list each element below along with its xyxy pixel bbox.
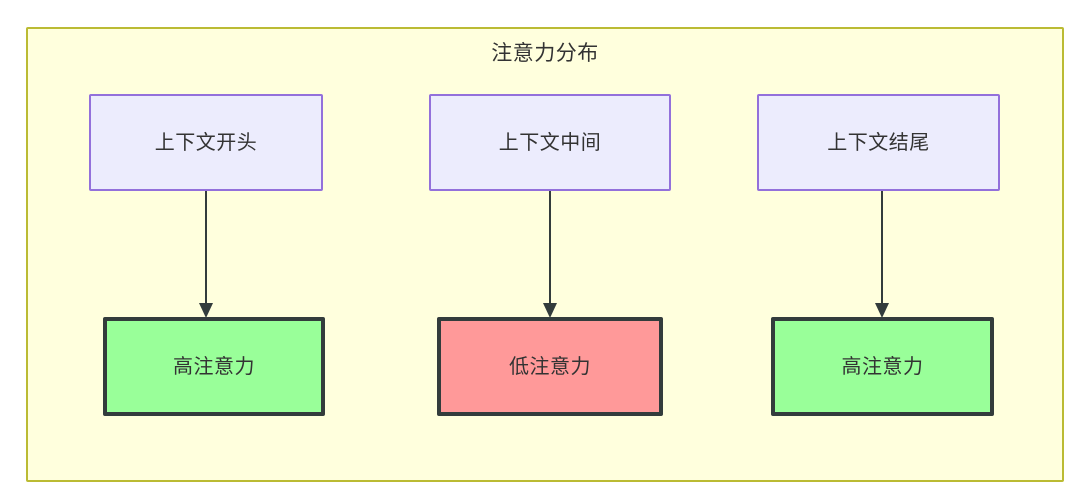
node-context-end[interactable]: 上下文结尾 xyxy=(757,94,1000,191)
node-high-attention-right[interactable]: 高注意力 xyxy=(771,317,994,416)
arrowhead-icon xyxy=(199,303,213,318)
node-label: 低注意力 xyxy=(509,355,591,378)
node-label: 上下文中间 xyxy=(498,131,602,154)
edge-beginning-to-high-attention xyxy=(205,191,207,304)
edge-end-to-high-attention xyxy=(881,191,883,304)
arrowhead-icon xyxy=(543,303,557,318)
node-label: 高注意力 xyxy=(841,355,924,378)
arrowhead-icon xyxy=(875,303,889,318)
node-context-beginning[interactable]: 上下文开头 xyxy=(89,94,323,191)
subgraph-title: 注意力分布 xyxy=(491,42,599,65)
node-low-attention-middle[interactable]: 低注意力 xyxy=(437,317,663,416)
node-high-attention-left[interactable]: 高注意力 xyxy=(103,317,325,416)
node-label: 上下文开头 xyxy=(154,131,258,154)
node-label: 上下文结尾 xyxy=(827,131,930,154)
node-label: 高注意力 xyxy=(173,355,255,378)
node-context-middle[interactable]: 上下文中间 xyxy=(429,94,671,191)
edge-middle-to-low-attention xyxy=(549,191,551,304)
